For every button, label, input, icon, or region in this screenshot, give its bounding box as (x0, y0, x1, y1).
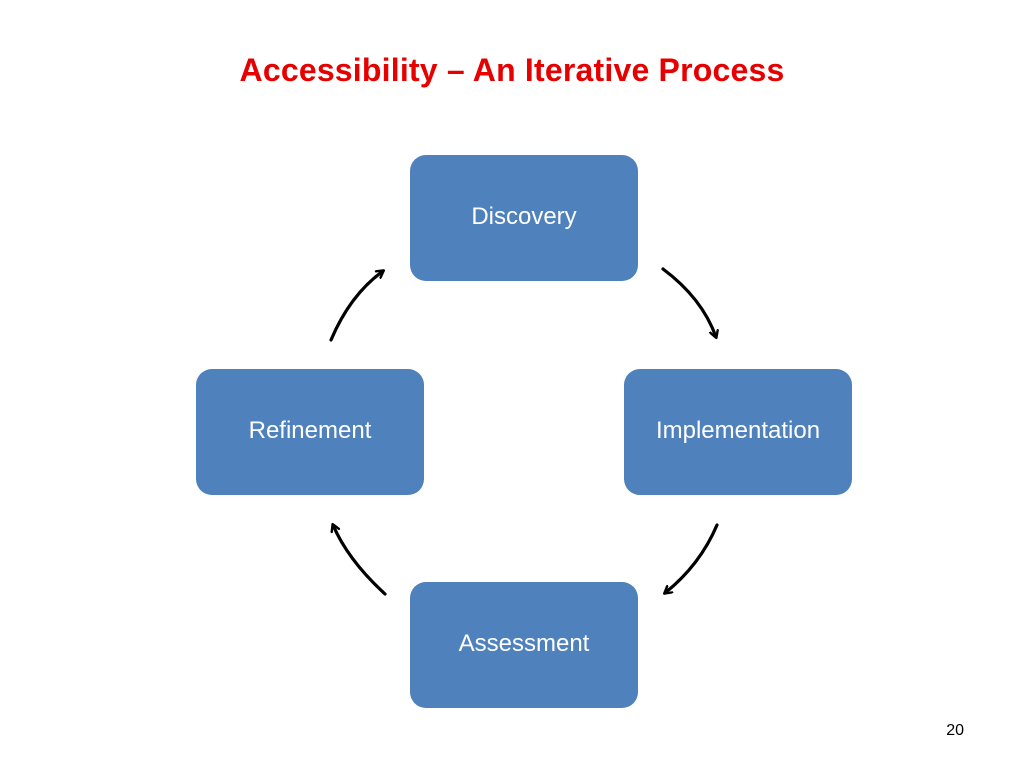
arrow-implementation-to-assessment (665, 523, 719, 593)
node-discovery: Discovery (410, 155, 638, 281)
node-assessment-label: Assessment (458, 630, 590, 657)
node-refinement-label: Refinement (248, 417, 372, 444)
node-assessment: Assessment (410, 582, 638, 708)
arrow-assessment-to-refinement (333, 525, 387, 596)
node-discovery-label: Discovery (471, 203, 577, 230)
node-implementation: Implementation (624, 369, 852, 495)
node-refinement: Refinement (196, 369, 424, 495)
node-implementation-label: Implementation (655, 417, 821, 444)
page-number: 20 (946, 722, 964, 739)
arrow-refinement-to-discovery (329, 271, 383, 342)
arrow-discovery-to-implementation (661, 267, 716, 337)
slide-title: Accessibility – An Iterative Process (239, 52, 785, 88)
